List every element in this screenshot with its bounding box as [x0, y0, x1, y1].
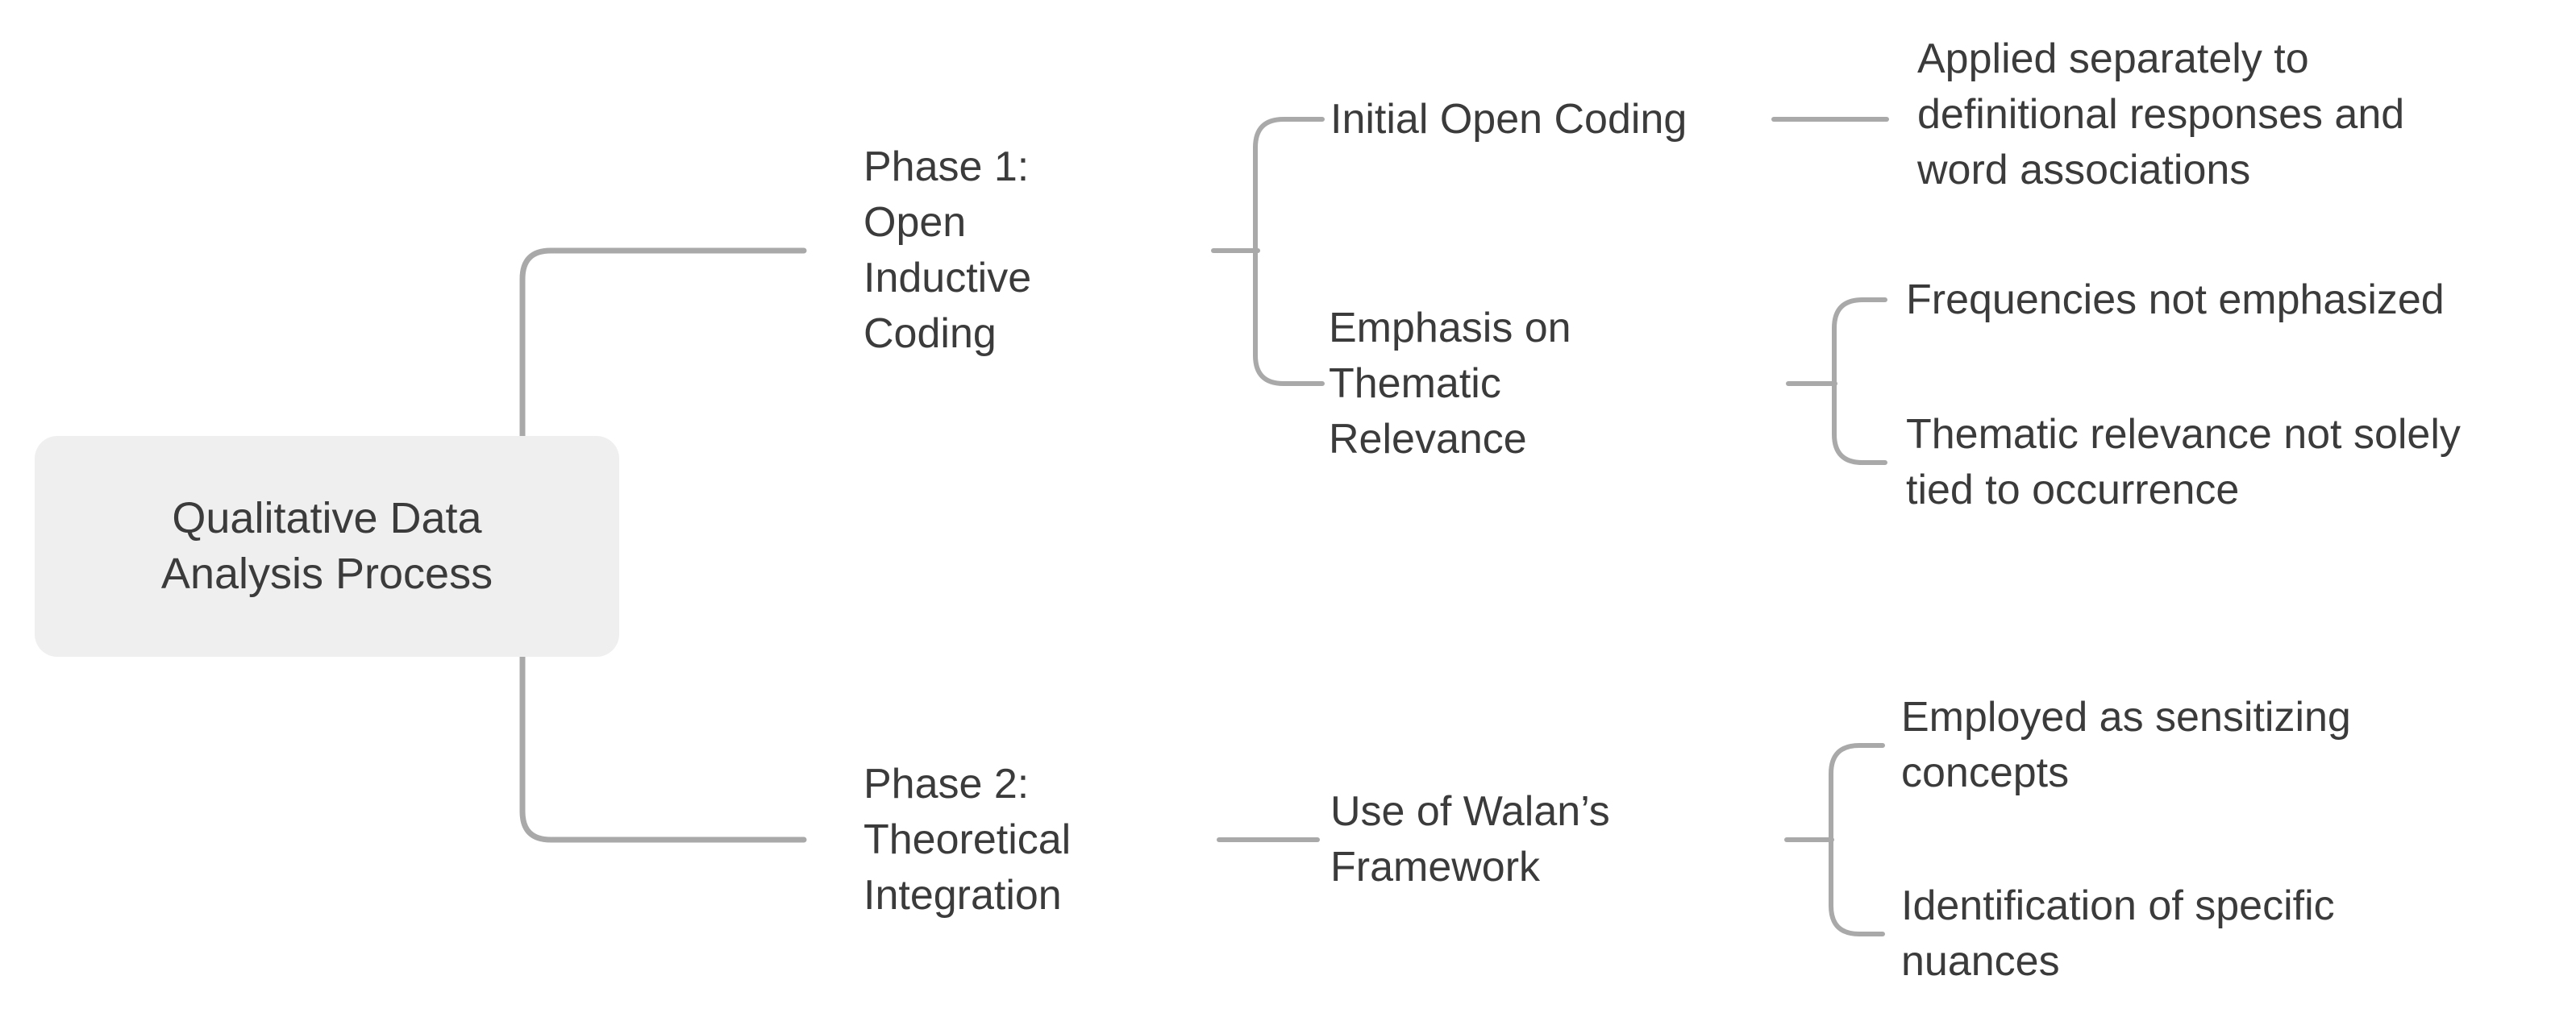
node-identification-of-nuances: Identification of specific nuances — [1901, 882, 2335, 985]
node-emphasis-thematic-relevance: Emphasis on Thematic Relevance — [1329, 305, 1571, 463]
node-thematic-relevance-not-tied: Thematic relevance not solely tied to oc… — [1906, 411, 2461, 513]
node-frequencies-not-emphasized: Frequencies not emphasized — [1906, 276, 2445, 323]
node-applied-separately: Applied separately to definitional respo… — [1917, 35, 2405, 193]
bracket-emphasis-children — [1832, 297, 1887, 465]
connector-root-to-phase2 — [519, 593, 807, 843]
connector-root-to-phase1 — [519, 247, 807, 519]
root-node-label: Qualitative Data Analysis Process — [160, 494, 493, 598]
root-node: Qualitative Data Analysis Process — [35, 436, 619, 657]
bracket-walan-children — [1829, 743, 1885, 936]
node-use-of-walans-framework: Use of Walan’s Framework — [1330, 788, 1610, 891]
node-employed-as-sensitizing: Employed as sensitizing concepts — [1901, 694, 2351, 796]
bracket-phase1-children — [1253, 117, 1325, 386]
node-initial-open-coding: Initial Open Coding — [1330, 96, 1688, 143]
node-phase-2: Phase 2: Theoretical Integration — [864, 761, 1072, 919]
node-phase-1: Phase 1: Open Inductive Coding — [864, 143, 1032, 357]
